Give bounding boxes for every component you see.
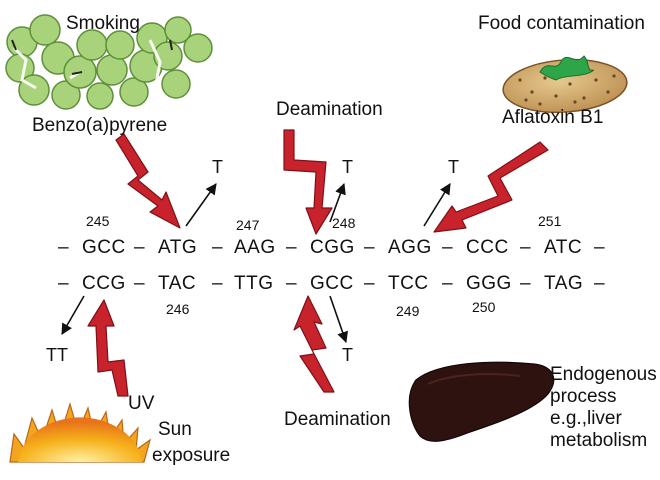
codon-bottom-248: GCC — [310, 273, 354, 294]
label-smoking: Smoking — [66, 13, 140, 34]
mutation-agg-t: T — [448, 157, 459, 177]
codon-bottom-249: TCC — [388, 273, 429, 294]
strand-dash: – — [286, 237, 298, 258]
endogenous-line-3: e.g.,liver — [550, 408, 622, 429]
strand-dash: – — [442, 273, 454, 294]
codon-top-249: AGG — [388, 237, 432, 258]
mutation-gcc-t: T — [342, 345, 353, 365]
strand-dash: – — [520, 273, 532, 294]
arrow-agg-to-t — [423, 183, 451, 227]
arrow-atg-to-t — [185, 183, 217, 227]
red-arrow-aflatoxin — [433, 141, 549, 233]
codon-top-245: GCC — [82, 237, 126, 258]
codon-bottom-245: CCG — [82, 273, 126, 294]
smoke-cloud-icon — [5, 14, 213, 110]
label-endogenous-process: Endogenous process e.g.,liver metabolism — [550, 364, 657, 452]
codon-bottom-251: TAG — [544, 273, 584, 294]
red-arrow-uv — [87, 299, 129, 397]
sun-icon — [9, 401, 152, 463]
red-arrow-deamination-bottom — [293, 295, 335, 393]
codon-bottom-250: GGG — [466, 273, 512, 294]
strand-dash: – — [442, 237, 454, 258]
mutation-cgg-t: T — [342, 157, 353, 177]
arrow-cgg-to-t — [329, 182, 346, 223]
label-uv: UV — [128, 393, 155, 414]
arrow-gcc-to-t — [329, 295, 348, 344]
strand-dash: – — [594, 273, 606, 294]
strand-dash: – — [364, 237, 376, 258]
mutation-ccg-tt: TT — [46, 345, 68, 365]
strand-dash: – — [286, 273, 298, 294]
codon-top-248: CGG — [310, 237, 355, 258]
codon-bottom-247: TTG — [234, 273, 274, 294]
label-exposure: exposure — [152, 445, 231, 466]
strand-dash: – — [58, 273, 70, 294]
arrow-ccg-to-tt — [61, 295, 85, 335]
codon-number-247: 247 — [236, 217, 260, 233]
codon-number-245: 245 — [86, 213, 110, 229]
label-sun: Sun — [158, 419, 192, 440]
strand-dash: – — [58, 237, 70, 258]
codon-number-250: 250 — [472, 299, 496, 315]
label-food-contamination: Food contamination — [478, 13, 645, 34]
codon-bottom-246: TAC — [158, 273, 197, 294]
red-arrow-deamination-top — [283, 129, 333, 235]
endogenous-line-1: Endogenous — [550, 364, 657, 385]
strand-dash: – — [594, 237, 606, 258]
mutation-atg-t: T — [212, 157, 223, 177]
label-aflatoxin-b1: Aflatoxin B1 — [502, 107, 604, 128]
potato-icon — [502, 55, 628, 114]
endogenous-line-2: process — [550, 386, 617, 407]
codon-number-248: 248 — [332, 215, 356, 231]
strand-dash: – — [134, 273, 146, 294]
label-deamination-bottom: Deamination — [284, 409, 391, 430]
label-benzo-a-pyrene: Benzo(a)pyrene — [32, 115, 168, 136]
codon-top-250: CCC — [466, 237, 509, 258]
codon-top-246: ATG — [158, 237, 198, 258]
endogenous-line-4: metabolism — [550, 430, 648, 451]
strand-dash: – — [212, 273, 224, 294]
codon-top-251: ATC — [544, 237, 583, 258]
label-deamination-top: Deamination — [276, 99, 383, 120]
strand-dash: – — [212, 237, 224, 258]
red-arrow-benzo — [115, 133, 181, 229]
strand-dash: – — [520, 237, 532, 258]
strand-dash: – — [364, 273, 376, 294]
codon-number-249: 249 — [396, 303, 420, 319]
strand-dash: – — [134, 237, 146, 258]
codon-number-251: 251 — [538, 213, 562, 229]
codon-number-246: 246 — [166, 301, 190, 317]
codon-top-247: AAG — [234, 237, 276, 258]
liver-icon — [408, 361, 555, 442]
